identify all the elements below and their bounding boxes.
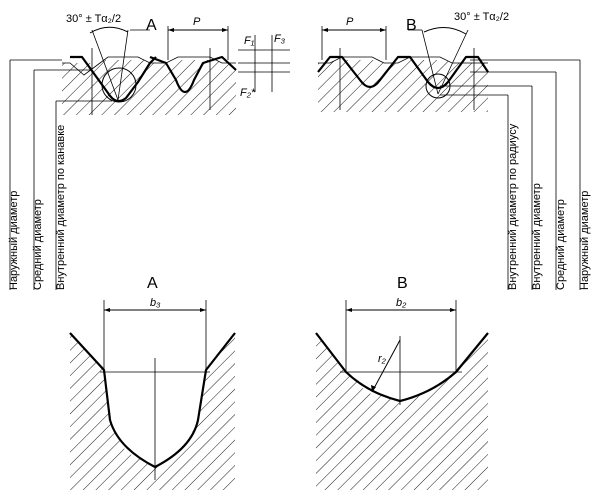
angle-label-left: 30° ± Tα₂/2 [66,13,121,25]
detail-a-marker: A [146,17,157,34]
pitch-label-left: P [193,16,201,28]
detail-a-circle [101,67,137,103]
f1-label: F₁ [244,35,255,47]
hatching-top-left [62,60,236,115]
groove-detail-a [70,55,157,103]
diameter-label-right-inner: Внутренний диаметр [531,183,543,290]
groove-second [149,55,237,94]
detail-b-enlarged [315,300,489,490]
groove-detail-b [317,55,489,90]
thread-profile-top-left [62,56,236,76]
diameter-label-left-mean: Средний диаметр [32,199,44,290]
f2-label: F₂* [240,87,256,99]
r2-label: r₂ [378,353,387,365]
diameter-label-right-outer: Наружный диаметр [579,191,591,290]
reference-lines [9,59,581,290]
detail-a-title: A [147,275,158,292]
radius-line [371,339,401,393]
b2-label: b₂ [396,297,407,309]
diameter-label-right-radius: Внутренний диаметр по радиусу [507,123,519,290]
f3-label: F₃ [274,33,286,45]
b3-label: b₃ [150,297,161,309]
diameter-label-left-groove: Внутренний диаметр по канавке [55,125,67,290]
detail-a-enlarged [69,300,236,490]
angle-arc-left [89,26,129,34]
hatching-detail-b [316,333,488,490]
diameter-label-right-mean: Средний диаметр [555,199,567,290]
detail-b-title: B [397,275,408,292]
hatching-top-right [318,60,488,112]
diameter-label-left-outer: Наружный диаметр [8,191,20,290]
angle-arc-right [423,27,467,35]
angle-label-right: 30° ± Tα₂/2 [454,11,509,23]
thread-profile-top-right [318,56,488,64]
detail-b-marker: B [406,17,417,34]
thread-section-a [62,26,290,115]
thread-section-b [317,26,489,112]
pitch-label-right: P [346,16,354,28]
